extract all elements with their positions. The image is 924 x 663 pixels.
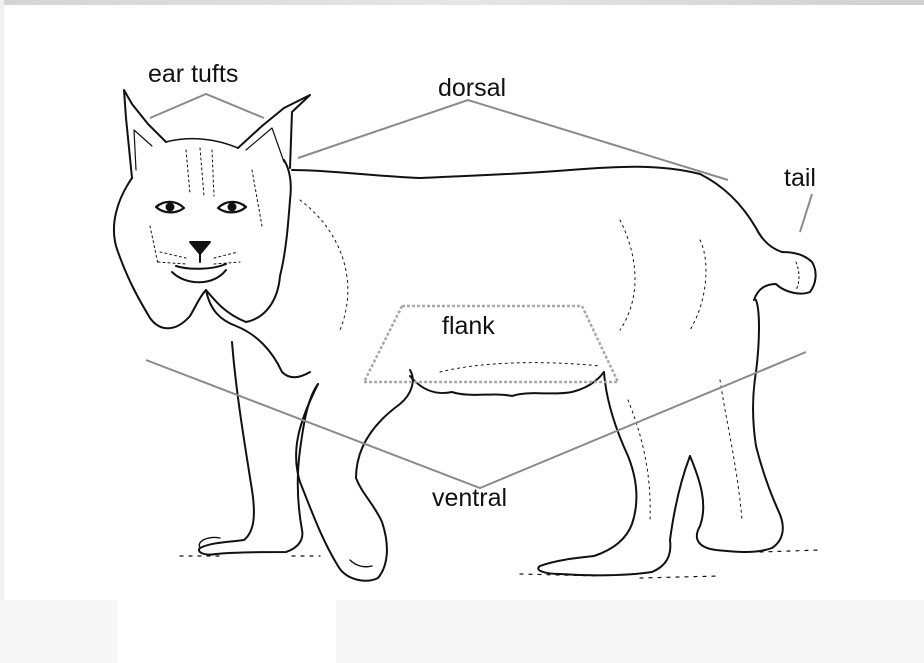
left-ear-inner [134,130,152,170]
nose [190,242,210,254]
label-ear-tufts: ear tufts [148,60,238,88]
leader-lines [146,94,812,488]
label-tail: tail [784,164,816,192]
front-left-leg [199,342,318,555]
hind-leg-shading [628,380,742,520]
front-right-leg [296,370,413,581]
tail-leader [800,194,812,232]
chest-ruff [206,290,310,377]
tail-tip-fur [796,262,799,290]
lynx-anatomy-diagram: ear tufts dorsal tail flank ventral [0,0,924,600]
ventral-leader [146,352,806,488]
right-pupil [229,204,236,211]
hind-right-leg [690,300,783,552]
tail [754,252,816,300]
hind-left-leg [538,372,690,575]
label-ventral: ventral [432,484,507,512]
left-pupil [167,204,174,211]
left-ear [124,90,166,178]
label-flank: flank [442,312,495,340]
body-shading [300,200,706,372]
label-dorsal: dorsal [438,74,506,102]
belly-fur [410,372,604,396]
ground-marks [180,550,820,578]
back-line [292,167,782,252]
head-crown [166,139,238,148]
mouth [172,254,226,282]
bottom-margin-patch [118,600,336,663]
ear-tufts-leader [150,94,264,118]
right-ear-inner [246,128,284,162]
